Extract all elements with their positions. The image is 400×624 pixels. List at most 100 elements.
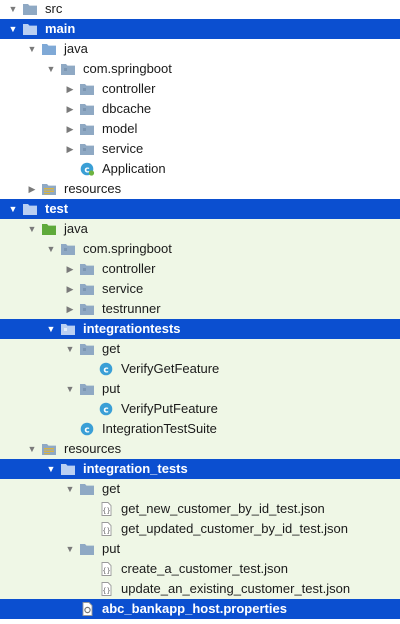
tree-row-testrunner[interactable]: ▶ testrunner <box>0 299 400 319</box>
tree-row-label: create_a_customer_test.json <box>121 561 288 576</box>
tree-row-label: IntegrationTestSuite <box>102 421 217 436</box>
spring-class-icon: c <box>79 162 95 176</box>
tree-row-label: testrunner <box>102 301 161 316</box>
package-icon <box>79 382 95 396</box>
expand-arrow-open-icon[interactable]: ▼ <box>8 204 18 214</box>
package-icon <box>60 62 76 76</box>
tree-row-label: main <box>45 21 76 36</box>
package-icon <box>60 322 76 336</box>
svg-text:{}: {} <box>102 567 110 575</box>
tree-row-label: service <box>102 281 144 296</box>
tree-row-label: put <box>102 381 121 396</box>
class-icon: c <box>98 402 114 416</box>
expand-arrow-open-icon[interactable]: ▼ <box>46 464 56 474</box>
package-icon <box>79 82 95 96</box>
resources-folder-icon <box>41 182 57 196</box>
expand-arrow-open-icon[interactable]: ▼ <box>65 544 75 554</box>
folder-icon <box>79 482 95 496</box>
svg-text:c: c <box>84 166 89 176</box>
expand-arrow-open-icon[interactable]: ▼ <box>65 484 75 494</box>
tree-row-get[interactable]: ▼ get <box>0 479 400 499</box>
test-folder-icon <box>41 222 57 236</box>
tree-row-service[interactable]: ▶ service <box>0 279 400 299</box>
tree-row-update-an-existing-customer-test-json[interactable]: {} update_an_existing_customer_test.json <box>0 579 400 599</box>
tree-row-integrationtests[interactable]: ▼integrationtests <box>0 319 400 339</box>
expand-arrow-open-icon[interactable]: ▼ <box>27 224 37 234</box>
tree-row-label: update_an_existing_customer_test.json <box>121 581 351 596</box>
tree-row-test[interactable]: ▼test <box>0 199 400 219</box>
tree-row-java[interactable]: ▼java <box>0 219 400 239</box>
tree-row-get-updated-customer-by-id-test-json[interactable]: {}get_updated_customer_by_id_test.json <box>0 519 400 539</box>
expand-arrow-closed-icon[interactable]: ▶ <box>66 124 74 134</box>
tree-row-label: resources <box>64 441 122 456</box>
tree-row-label: integration_tests <box>83 461 188 476</box>
tree-row-label: com.springboot <box>83 61 172 76</box>
tree-row-controller[interactable]: ▶ controller <box>0 259 400 279</box>
expand-arrow-closed-icon[interactable]: ▶ <box>66 304 74 314</box>
tree-row-label: VerifyGetFeature <box>121 361 220 376</box>
class-icon: c <box>79 422 95 436</box>
tree-row-label: service <box>102 141 144 156</box>
expand-arrow-closed-icon[interactable]: ▶ <box>66 84 74 94</box>
expand-arrow-open-icon[interactable]: ▼ <box>27 444 37 454</box>
tree-row-resources[interactable]: ▼ resources <box>0 439 400 459</box>
expand-arrow-open-icon[interactable]: ▼ <box>46 64 56 74</box>
expand-arrow-open-icon[interactable]: ▼ <box>65 384 75 394</box>
source-folder-icon <box>41 42 57 56</box>
properties-file-icon <box>79 602 95 616</box>
expand-arrow-closed-icon[interactable]: ▶ <box>28 184 36 194</box>
expand-arrow-closed-icon[interactable]: ▶ <box>66 104 74 114</box>
tree-row-integration-tests[interactable]: ▼ integration_tests <box>0 459 400 479</box>
tree-row-put[interactable]: ▼ put <box>0 379 400 399</box>
folder-icon <box>79 542 95 556</box>
tree-row-model[interactable]: ▶ model <box>0 119 400 139</box>
tree-row-create-a-customer-test-json[interactable]: {} create_a_customer_test.json <box>0 559 400 579</box>
tree-row-get-new-customer-by-id-test-json[interactable]: {} get_new_customer_by_id_test.json <box>0 499 400 519</box>
tree-row-put[interactable]: ▼ put <box>0 539 400 559</box>
expand-arrow-closed-icon[interactable]: ▶ <box>66 284 74 294</box>
tree-row-service[interactable]: ▶ service <box>0 139 400 159</box>
expand-arrow-open-icon[interactable]: ▼ <box>8 24 18 34</box>
expand-arrow-open-icon[interactable]: ▼ <box>8 4 18 14</box>
tree-row-label: java <box>64 41 88 56</box>
tree-row-integrationtestsuite[interactable]: c IntegrationTestSuite <box>0 419 400 439</box>
tree-row-get[interactable]: ▼get <box>0 339 400 359</box>
tree-row-src[interactable]: ▼ src <box>0 0 400 19</box>
package-icon <box>60 242 76 256</box>
tree-row-resources[interactable]: ▶resources <box>0 179 400 199</box>
tree-row-com-springboot[interactable]: ▼com.springboot <box>0 239 400 259</box>
tree-row-label: model <box>102 121 138 136</box>
expand-arrow-closed-icon[interactable]: ▶ <box>66 144 74 154</box>
tree-row-verifygetfeature[interactable]: c VerifyGetFeature <box>0 359 400 379</box>
svg-text:{}: {} <box>102 507 110 515</box>
expand-arrow-open-icon[interactable]: ▼ <box>46 324 56 334</box>
tree-row-label: get_new_customer_by_id_test.json <box>121 501 325 516</box>
expand-arrow-open-icon[interactable]: ▼ <box>46 244 56 254</box>
folder-icon <box>60 462 76 476</box>
package-icon <box>79 342 95 356</box>
tree-row-application[interactable]: c Application <box>0 159 400 179</box>
json-file-icon: {} <box>98 582 114 596</box>
tree-row-controller[interactable]: ▶controller <box>0 79 400 99</box>
svg-text:c: c <box>103 406 108 416</box>
tree-row-main[interactable]: ▼ main <box>0 19 400 39</box>
expand-arrow-open-icon[interactable]: ▼ <box>65 344 75 354</box>
folder-icon <box>22 202 38 216</box>
svg-text:c: c <box>103 366 108 376</box>
tree-row-dbcache[interactable]: ▶dbcache <box>0 99 400 119</box>
tree-row-label: get <box>102 481 121 496</box>
tree-row-label: put <box>102 541 121 556</box>
tree-row-abc-bankapp-host-properties[interactable]: abc_bankapp_host.properties <box>0 599 400 619</box>
package-icon <box>79 102 95 116</box>
json-file-icon: {} <box>98 562 114 576</box>
expand-arrow-open-icon[interactable]: ▼ <box>27 44 37 54</box>
package-icon <box>79 282 95 296</box>
tree-row-label: src <box>45 1 63 16</box>
tree-row-label: controller <box>102 261 156 276</box>
svg-text:{}: {} <box>102 587 110 595</box>
tree-row-java[interactable]: ▼ java <box>0 39 400 59</box>
tree-row-com-springboot[interactable]: ▼ com.springboot <box>0 59 400 79</box>
tree-row-label: Application <box>102 161 166 176</box>
expand-arrow-closed-icon[interactable]: ▶ <box>66 264 74 274</box>
